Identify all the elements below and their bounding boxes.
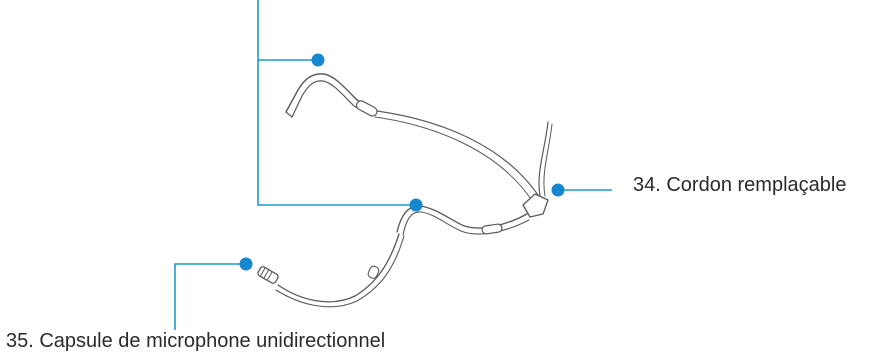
headset-illustration — [257, 73, 553, 308]
headband-wire — [376, 110, 541, 199]
mic-capsule — [257, 266, 279, 284]
junction-block — [522, 193, 549, 218]
lower-ear-loop-inner — [402, 211, 530, 236]
upper-ear-hook — [285, 73, 375, 113]
replaceable-cord-inner — [543, 123, 553, 197]
upper-sleeve — [355, 100, 378, 117]
boom-sleeve — [367, 265, 380, 279]
leader-capsule — [174, 263, 246, 330]
leader-lines — [174, 0, 612, 330]
marker-dot-capsule — [239, 257, 253, 271]
mic-boom — [277, 233, 400, 303]
upper-ear-hook-inner — [291, 80, 373, 118]
cord-label: 34. Cordon remplaçable — [633, 174, 847, 196]
lower-sleeve — [481, 223, 503, 235]
upper-ear-hook-tip — [285, 111, 293, 118]
mic-boom-inner — [275, 235, 405, 308]
marker-dot-upper-hook — [311, 53, 325, 67]
capsule-label: 35. Capsule de microphone unidirectionne… — [6, 330, 386, 352]
leader-bracket — [257, 0, 418, 206]
headband-wire-inner — [374, 116, 534, 203]
replaceable-cord — [538, 121, 549, 197]
marker-dot-lower-loop — [409, 198, 423, 212]
marker-dot-cord — [551, 183, 565, 197]
marker-dots — [239, 53, 565, 271]
